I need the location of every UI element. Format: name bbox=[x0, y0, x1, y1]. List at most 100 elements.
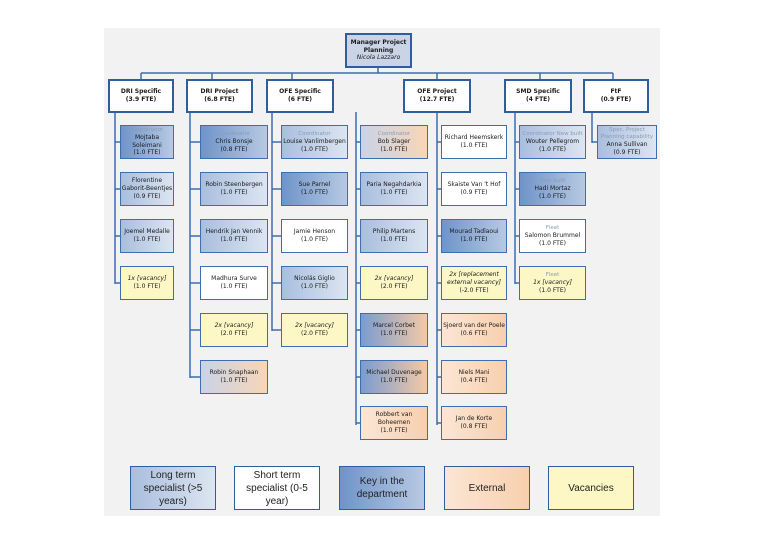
dept-fte: (0.9 FTE) bbox=[600, 96, 632, 103]
dept-smd-specific[interactable]: SMD Specific (4 FTE) bbox=[504, 79, 572, 113]
staff-box-ofe-specific[interactable]: Nicolás Giglio(1.0 FTE) bbox=[281, 266, 348, 300]
dept-ftf[interactable]: FtF (0.9 FTE) bbox=[583, 79, 649, 113]
dept-fte: (3.9 FTE) bbox=[125, 96, 157, 103]
legend-vacancies: Vacancies bbox=[548, 466, 634, 510]
staff-box-ofe-project-b[interactable]: 2x [replacement external vacancy](-2.0 F… bbox=[441, 266, 507, 300]
staff-name: Hendrik Jan Vennik bbox=[205, 228, 263, 236]
dept-ofe-specific[interactable]: OFE Specific (6 FTE) bbox=[266, 79, 334, 113]
staff-box-ofe-project-b[interactable]: Skaiste Van 't Hof(0.9 FTE) bbox=[441, 172, 507, 206]
staff-box-ofe-project-a[interactable]: Marcel Corbet(1.0 FTE) bbox=[360, 313, 428, 347]
dept-label: OFE Project bbox=[417, 88, 457, 96]
staff-fte: (0.4 FTE) bbox=[460, 377, 488, 384]
staff-box-ofe-project-b[interactable]: Niels Mani(0.4 FTE) bbox=[441, 360, 507, 394]
legend-long-term: Long term specialist (>5 years) bbox=[130, 466, 216, 510]
staff-fte: (2.0 FTE) bbox=[220, 330, 248, 337]
staff-name: Louise Vanlimbergen bbox=[283, 137, 346, 145]
staff-name: Robbert van Boheemen bbox=[375, 411, 413, 427]
manager-title: Manager Project Planning bbox=[350, 38, 407, 54]
staff-name: Skaiste Van 't Hof bbox=[447, 181, 501, 189]
staff-role: Coordinator bbox=[377, 130, 411, 137]
staff-name: Mojtaba Soleimani bbox=[132, 133, 162, 149]
staff-fte: (-2.0 FTE) bbox=[459, 286, 489, 294]
staff-fte: (1.0 FTE) bbox=[301, 145, 328, 153]
staff-box-ofe-specific[interactable]: Jamie Henson(1.0 FTE) bbox=[281, 219, 348, 253]
dept-label: OFE Specific bbox=[279, 88, 321, 96]
legend-short-term: Short term specialist (0-5 year) bbox=[234, 466, 320, 510]
staff-fte: (0.8 FTE) bbox=[220, 145, 248, 153]
staff-box-ofe-project-b[interactable]: Sjoerd van der Poele(0.6 FTE) bbox=[441, 313, 507, 347]
staff-name: Florentine Gaborit-Beentjes bbox=[121, 177, 173, 193]
staff-role: Fleet bbox=[545, 224, 560, 231]
staff-fte: (1.0 FTE) bbox=[301, 283, 328, 290]
staff-box-ofe-project-a[interactable]: Michael Duvenage(1.0 FTE) bbox=[360, 360, 428, 394]
dept-fte: (12.7 FTE) bbox=[419, 96, 455, 103]
dept-dri-specific[interactable]: DRI Specific (3.9 FTE) bbox=[108, 79, 174, 113]
staff-fte: (1.0 FTE) bbox=[380, 189, 408, 196]
staff-name: Bob Slager bbox=[377, 137, 411, 145]
staff-fte: (1.0 FTE) bbox=[460, 236, 488, 243]
staff-name: Jan de Korte bbox=[455, 415, 493, 423]
staff-name: Salomon Brummel bbox=[524, 231, 581, 239]
staff-box-ofe-project-b[interactable]: Mourad Tadlaoui(1.0 FTE) bbox=[441, 219, 507, 253]
staff-fte: (1.0 FTE) bbox=[539, 239, 566, 247]
staff-fte: (1.0 FTE) bbox=[460, 142, 488, 149]
dept-dri-project[interactable]: DRI Project (6.8 FTE) bbox=[186, 79, 253, 113]
staff-role: Coordinator bbox=[217, 130, 251, 137]
staff-box-ofe-project-a[interactable]: 2x [vacancy](2.0 FTE) bbox=[360, 266, 428, 300]
staff-box-dri-project[interactable]: Robin Steenbergen(1.0 FTE) bbox=[200, 172, 268, 206]
dept-fte: (4 FTE) bbox=[525, 96, 551, 103]
staff-box-dri-specific[interactable]: Joemel Medalle(1.0 FTE) bbox=[120, 219, 174, 253]
staff-name: 2x [vacancy] bbox=[374, 275, 414, 283]
staff-fte: (1.0 FTE) bbox=[301, 189, 328, 196]
staff-name: Mourad Tadlaoui bbox=[449, 228, 499, 236]
staff-box-ofe-specific[interactable]: 2x [vacancy](2.0 FTE) bbox=[281, 313, 348, 347]
staff-box-ofe-project-a[interactable]: Philip Martens(1.0 FTE) bbox=[360, 219, 428, 253]
staff-fte: (1.0 FTE) bbox=[133, 283, 161, 290]
staff-fte: (1.0 FTE) bbox=[380, 236, 408, 243]
legend-label: External bbox=[468, 482, 506, 494]
staff-box-dri-project[interactable]: 2x [vacancy](2.0 FTE) bbox=[200, 313, 268, 347]
staff-box-ofe-specific[interactable]: Sue Parnel(1.0 FTE) bbox=[281, 172, 348, 206]
staff-name: Chris Bonsje bbox=[215, 137, 253, 145]
staff-fte: (0.8 FTE) bbox=[460, 423, 488, 430]
staff-fte: (1.0 FTE) bbox=[380, 145, 408, 153]
staff-fte: (0.9 FTE) bbox=[133, 192, 161, 200]
staff-fte: (1.0 FTE) bbox=[539, 286, 566, 294]
staff-box-ofe-project-b[interactable]: Jan de Korte(0.8 FTE) bbox=[441, 406, 507, 440]
legend-label: Key in the department bbox=[356, 476, 408, 500]
staff-box-dri-project[interactable]: Hendrik Jan Vennik(1.0 FTE) bbox=[200, 219, 268, 253]
staff-box-dri-project[interactable]: Robin Snaphaan(1.0 FTE) bbox=[200, 360, 268, 394]
staff-name: Richard Heemskerk bbox=[444, 134, 504, 142]
dept-fte: (6 FTE) bbox=[287, 96, 313, 103]
dept-ofe-project[interactable]: OFE Project (12.7 FTE) bbox=[403, 79, 471, 113]
staff-box-ofe-project-a[interactable]: Robbert van Boheemen(1.0 FTE) bbox=[360, 406, 428, 440]
staff-name: Wouter Pellegrom bbox=[525, 137, 580, 145]
staff-box-ofe-project-a[interactable]: Paria Negahdarkia(1.0 FTE) bbox=[360, 172, 428, 206]
staff-box-ofe-project-b[interactable]: Richard Heemskerk(1.0 FTE) bbox=[441, 125, 507, 159]
staff-fte: (2.0 FTE) bbox=[380, 283, 408, 290]
staff-fte: (0.9 FTE) bbox=[613, 149, 641, 157]
staff-box-dri-specific[interactable]: 1x [vacancy](1.0 FTE) bbox=[120, 266, 174, 300]
staff-fte: (1.0 FTE) bbox=[133, 236, 161, 243]
staff-fte: (1.0 FTE) bbox=[220, 377, 248, 384]
staff-box-dri-project[interactable]: Madhura Surve(1.0 FTE) bbox=[200, 266, 268, 300]
legend-label: Vacancies bbox=[568, 482, 614, 494]
staff-name: Robin Snaphaan bbox=[209, 369, 259, 377]
staff-fte: (1.0 FTE) bbox=[539, 192, 566, 200]
staff-name: 1x [vacancy] bbox=[127, 275, 167, 283]
dept-label: DRI Project bbox=[200, 88, 239, 96]
staff-name: Niels Mani bbox=[458, 369, 490, 377]
manager-name: Nicola Lazzaro bbox=[356, 54, 401, 62]
manager-box[interactable]: Manager Project Planning Nicola Lazzaro bbox=[345, 33, 412, 68]
staff-box-dri-specific[interactable]: Florentine Gaborit-Beentjes(0.9 FTE) bbox=[120, 172, 174, 206]
